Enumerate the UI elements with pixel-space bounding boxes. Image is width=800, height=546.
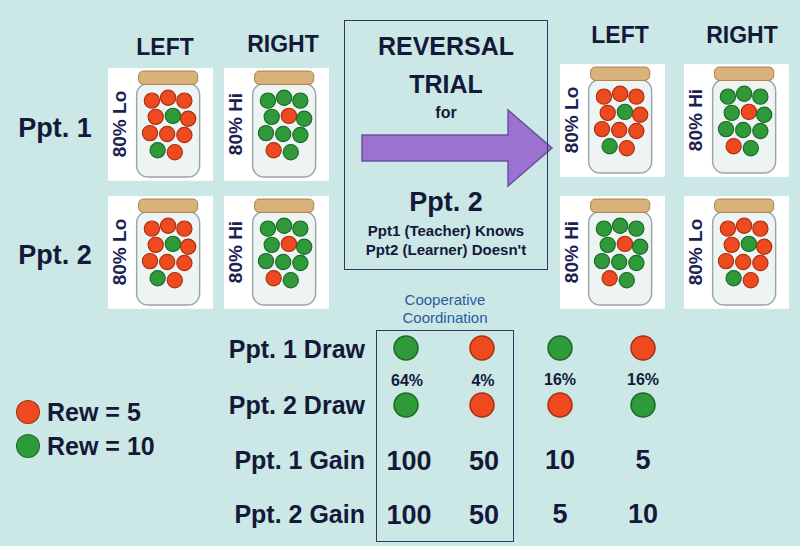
probability: 64% bbox=[391, 372, 423, 390]
row-label: Ppt. 2 Draw bbox=[229, 391, 365, 420]
jar-picture bbox=[684, 196, 789, 309]
probability: 16% bbox=[544, 371, 576, 389]
gain-value: 100 bbox=[386, 446, 431, 477]
jar-label: 80% Hi bbox=[225, 93, 247, 155]
column-header: RIGHT bbox=[706, 22, 778, 49]
red-draw bbox=[631, 336, 655, 360]
red-draw bbox=[470, 393, 494, 417]
jar-label: 80% Lo bbox=[561, 87, 583, 154]
participant-label: Ppt. 1 bbox=[18, 113, 92, 144]
legend-text: Rew = 5 bbox=[47, 398, 141, 427]
jar-picture bbox=[684, 64, 789, 177]
gain-value: 100 bbox=[386, 500, 431, 531]
row-label: Ppt. 1 Draw bbox=[229, 335, 365, 364]
red-draw bbox=[548, 393, 572, 417]
column-header: LEFT bbox=[136, 34, 194, 61]
participant-label: Ppt. 2 bbox=[18, 240, 92, 271]
jar-label: 80% Hi bbox=[225, 221, 247, 283]
column-header: LEFT bbox=[591, 22, 649, 49]
column-header: RIGHT bbox=[247, 31, 319, 58]
green-draw bbox=[548, 336, 572, 360]
green-draw bbox=[631, 393, 655, 417]
gain-value: 10 bbox=[628, 499, 658, 530]
trial-note: Ppt1 (Teacher) Knows Ppt2 (Learner) Does… bbox=[353, 221, 539, 259]
legend-swatch bbox=[16, 400, 40, 424]
gain-value: 50 bbox=[469, 446, 499, 477]
jar-label: 80% Lo bbox=[685, 219, 707, 286]
trial-for: for bbox=[349, 103, 543, 123]
gain-value: 5 bbox=[635, 445, 650, 476]
green-draw bbox=[394, 393, 418, 417]
row-label: Ppt. 2 Gain bbox=[234, 500, 365, 529]
row-label: Ppt. 1 Gain bbox=[234, 446, 365, 475]
probability: 4% bbox=[471, 372, 494, 390]
trial-participant: Ppt. 2 bbox=[349, 187, 543, 217]
jar-label: 80% Hi bbox=[685, 89, 707, 151]
legend-row: Rew = 5 bbox=[16, 397, 141, 427]
probability: 16% bbox=[627, 371, 659, 389]
jar-picture bbox=[108, 196, 213, 309]
jar-label: 80% Hi bbox=[561, 221, 583, 283]
jar-picture bbox=[108, 68, 213, 181]
gain-value: 50 bbox=[469, 500, 499, 531]
coordination-box: Cooperative Coordination64%4%1005010050 bbox=[376, 330, 514, 542]
jar-label: 80% Lo bbox=[109, 91, 131, 158]
red-draw bbox=[470, 336, 494, 360]
gain-value: 10 bbox=[545, 445, 575, 476]
gain-value: 5 bbox=[552, 499, 567, 530]
trial-title: REVERSAL TRIAL bbox=[349, 27, 543, 103]
jar-picture bbox=[224, 196, 329, 309]
jar-picture bbox=[224, 68, 329, 181]
trial-box: REVERSAL TRIALforPpt. 2 Ppt1 (Teacher) Kn… bbox=[344, 20, 548, 270]
jar-label: 80% Lo bbox=[109, 219, 131, 286]
legend-text: Rew = 10 bbox=[47, 432, 155, 461]
jar-picture bbox=[560, 64, 665, 177]
legend-row: Rew = 10 bbox=[16, 431, 155, 461]
box-heading: Cooperative Coordination bbox=[380, 291, 510, 327]
reversal-arrow bbox=[362, 110, 552, 186]
jar-picture bbox=[560, 196, 665, 309]
green-draw bbox=[394, 336, 418, 360]
legend-swatch bbox=[16, 434, 40, 458]
